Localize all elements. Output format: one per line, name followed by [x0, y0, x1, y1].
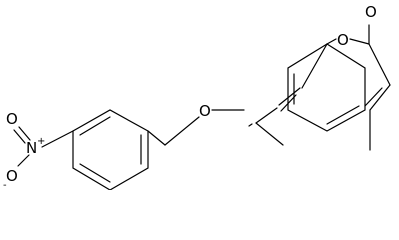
benzo-ring-outline — [287, 43, 366, 132]
bond-c8-c7 — [278, 87, 301, 106]
bond-ch2-aryl — [147, 130, 166, 146]
bond-c2-c3 — [368, 43, 391, 86]
benzo-double-2 — [326, 105, 360, 125]
bond-n-o-bottom — [17, 154, 30, 167]
atom-ether-o: O — [199, 102, 211, 120]
bond-oether-ch2 — [164, 116, 200, 146]
bond-c8a-c8 — [301, 43, 328, 89]
nitrophenyl-double-3 — [79, 163, 111, 183]
bond-n-o-top-2 — [13, 129, 26, 144]
bonds — [13, 24, 391, 190]
bond-o1-c2 — [349, 38, 370, 45]
atom-nitro-o-top: O — [6, 110, 18, 128]
atom-carbonyl-o: O — [365, 3, 377, 21]
bond-c8a-o1 — [326, 38, 337, 45]
structure-diagram: O O O N + O O - — [3, 3, 391, 190]
bond-n-o-top-1 — [18, 126, 31, 141]
bond-c6-c5 — [255, 122, 284, 146]
bond-c3-c4-inner — [364, 87, 383, 107]
atom-lactone-o: O — [337, 31, 349, 49]
nitro-o-bottom-charge: - — [3, 180, 7, 190]
bond-c7-c6 — [255, 107, 278, 124]
nitro-n-charge: + — [37, 136, 45, 147]
atom-nitro-o-bottom: O — [6, 167, 18, 185]
bond-c5-c4a — [248, 123, 253, 127]
atom-labels: O O O N + O O - — [3, 3, 377, 190]
molecule-drawing: O O O N + O O - — [3, 3, 391, 190]
nitrophenyl-double-2 — [79, 116, 111, 136]
bond-c3-c4 — [369, 84, 391, 111]
atom-nitro-n: N — [26, 139, 37, 157]
bond-aryl-n — [41, 130, 74, 148]
nitrophenyl-ring — [72, 109, 149, 190]
